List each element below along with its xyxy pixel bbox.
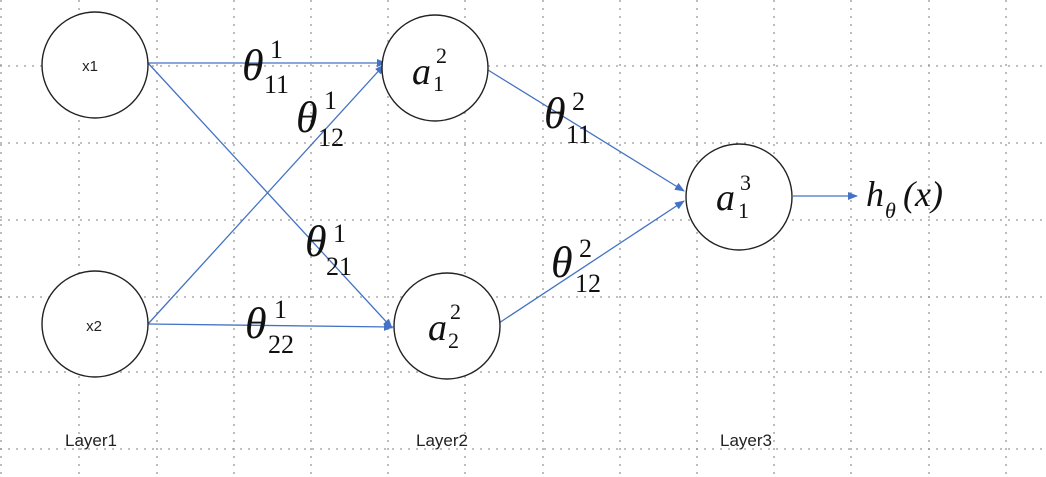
svg-text:1: 1 — [324, 86, 337, 115]
svg-text:θ: θ — [242, 41, 264, 90]
svg-text:2: 2 — [572, 87, 585, 116]
weight-theta-12-1: θ 1 12 — [296, 86, 344, 152]
svg-text:3: 3 — [740, 170, 751, 195]
layer1-label: Layer1 — [65, 431, 117, 450]
svg-text:11: 11 — [566, 120, 591, 149]
edge-x2-a22 — [147, 322, 394, 331]
layer2-label: Layer2 — [416, 431, 468, 450]
svg-text:a: a — [412, 51, 431, 93]
edge-x2-a12 — [147, 64, 385, 325]
svg-text:2: 2 — [450, 299, 461, 324]
svg-text:21: 21 — [326, 252, 352, 281]
edge-a22-a13 — [498, 200, 685, 324]
weight-theta-22-1: θ 1 22 — [245, 295, 294, 359]
svg-text:1: 1 — [738, 198, 749, 223]
edge-x1-a22 — [147, 62, 393, 329]
svg-text:a: a — [428, 307, 447, 349]
svg-text:2: 2 — [448, 328, 459, 353]
svg-text:11: 11 — [264, 70, 289, 99]
svg-text:θ: θ — [305, 217, 327, 266]
svg-text:12: 12 — [575, 269, 601, 298]
svg-text:θ: θ — [551, 238, 573, 287]
node-a13-label: a 3 1 — [716, 170, 751, 223]
weight-theta-11-1: θ 1 11 — [242, 35, 289, 99]
svg-text:1: 1 — [333, 219, 346, 248]
node-x1 — [41, 11, 149, 119]
svg-text:22: 22 — [268, 330, 294, 359]
edge-a12-a13 — [487, 69, 685, 192]
svg-text:a: a — [716, 177, 735, 219]
node-a12 — [381, 14, 489, 122]
svg-text:(x): (x) — [903, 174, 943, 214]
svg-text:θ: θ — [885, 198, 896, 223]
layer1-nodes: x1 x2 — [41, 11, 149, 378]
svg-text:1: 1 — [270, 35, 283, 64]
node-x2-label: x2 — [86, 318, 102, 335]
output-h-theta-x: h θ (x) — [866, 174, 943, 223]
weight-theta-21-1: θ 1 21 — [305, 217, 352, 281]
node-x1-label: x1 — [82, 58, 98, 75]
node-a22-label: a 2 2 — [428, 299, 461, 353]
layer3-nodes: a 3 1 — [685, 143, 793, 251]
layer3-label: Layer3 — [720, 431, 772, 450]
layer2-nodes: a 2 1 a 2 2 — [381, 14, 501, 380]
weight-theta-11-2: θ 2 11 — [544, 87, 591, 149]
svg-text:1: 1 — [274, 295, 287, 324]
svg-text:h: h — [866, 174, 884, 214]
svg-text:θ: θ — [296, 93, 318, 142]
svg-text:2: 2 — [579, 234, 592, 263]
svg-text:θ: θ — [544, 89, 566, 138]
edges — [147, 59, 858, 331]
node-a22 — [393, 272, 501, 380]
weight-theta-12-2: θ 2 12 — [551, 234, 601, 298]
svg-text:2: 2 — [436, 43, 447, 68]
node-x2 — [41, 270, 149, 378]
node-a12-label: a 2 1 — [412, 43, 447, 96]
node-a13 — [685, 143, 793, 251]
svg-text:1: 1 — [433, 71, 444, 96]
svg-text:θ: θ — [245, 299, 267, 348]
svg-text:12: 12 — [318, 123, 344, 152]
